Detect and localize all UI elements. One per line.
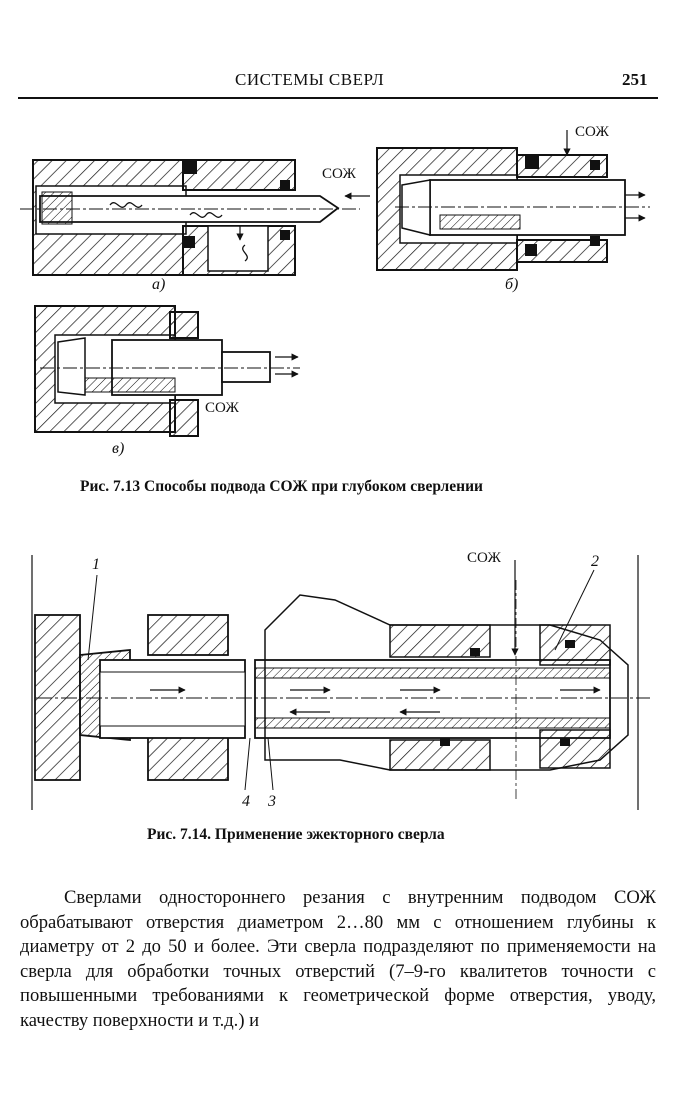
figure-7-14-caption: Рис. 7.14. Применение эжекторного сверла [147, 826, 445, 843]
figure-7-14-drawing [31, 555, 650, 810]
figure-7-13-caption: Рис. 7.13 Способы подвода СОЖ при глубок… [80, 478, 483, 495]
coolant-label-a: СОЖ [322, 166, 356, 182]
running-header-title: СИСТЕМЫ СВЕРЛ [235, 70, 385, 89]
page-number: 251 [622, 70, 648, 89]
body-paragraph: Сверлами одностороннего резания с внутре… [20, 887, 656, 1031]
callout-3: 3 [268, 793, 276, 810]
header-rule [18, 97, 658, 99]
figure-7-13-b-drawing [376, 130, 650, 271]
coolant-label-ejector: СОЖ [467, 550, 501, 566]
coolant-label-c: СОЖ [205, 400, 239, 416]
panel-label-c: в) [112, 440, 125, 457]
callout-2: 2 [591, 553, 599, 570]
callout-1: 1 [92, 556, 100, 573]
panel-label-a: а) [152, 276, 166, 293]
callout-4: 4 [242, 793, 250, 810]
figure-7-13-c-drawing [34, 305, 300, 437]
panel-label-b: б) [505, 276, 519, 293]
figure-7-13-a-drawing [20, 159, 370, 276]
coolant-label-b: СОЖ [575, 124, 609, 140]
